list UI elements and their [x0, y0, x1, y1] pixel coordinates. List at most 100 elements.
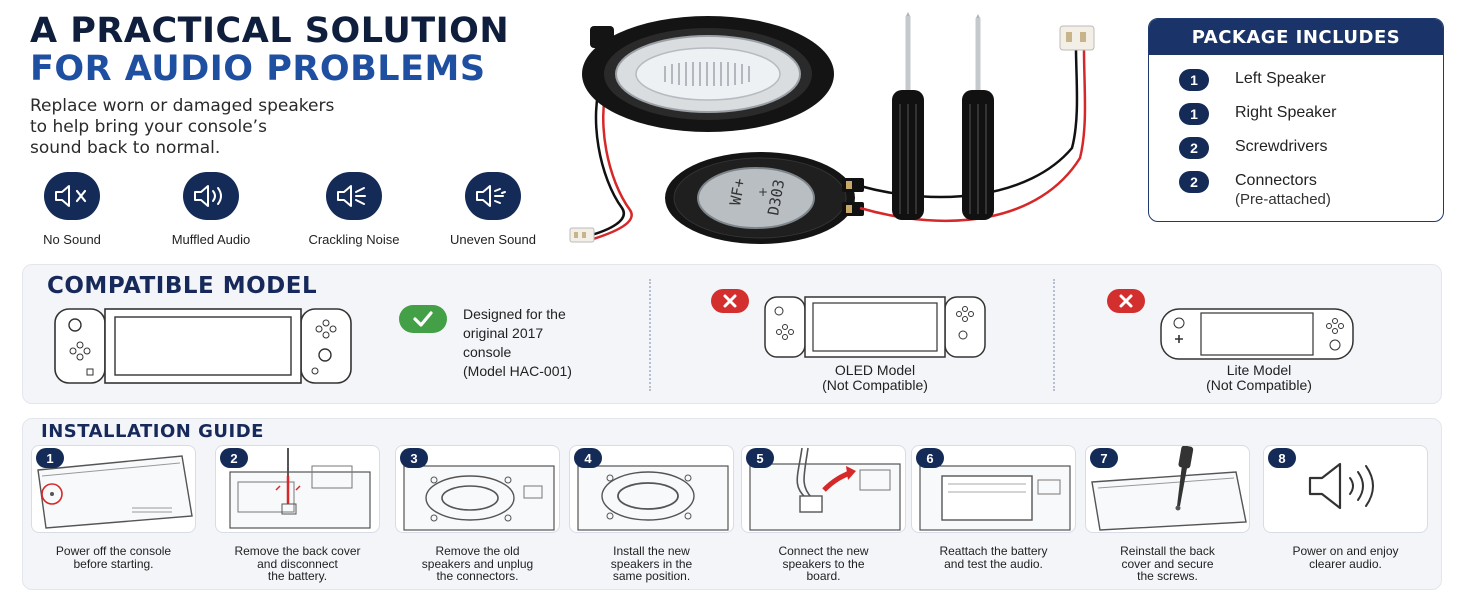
package-sublabel: (Pre-attached) [1235, 191, 1331, 208]
headline-line-2: FOR AUDIO PROBLEMS [30, 49, 486, 89]
problem-uneven-sound: Uneven Sound [429, 172, 557, 247]
speaker-label-plus: + [758, 185, 768, 199]
step-caption-line: Connect the new [778, 544, 869, 558]
intro-line: sound back to normal. [30, 138, 221, 158]
package-item: 2 Connectors (Pre-attached) [1179, 171, 1331, 209]
speaker-muffled-icon [183, 172, 239, 220]
step-caption-line: speakers in the [610, 556, 693, 571]
step-caption-line: the screws. [1137, 569, 1198, 583]
speaker-sound-icon [1308, 462, 1374, 510]
not-compatible-x-icon [1107, 289, 1145, 313]
step-image: 5 [741, 445, 906, 533]
lite-model-note: (Not Compatible) [1206, 377, 1312, 393]
headline-line-1: A PRACTICAL SOLUTION [30, 11, 510, 51]
product-illustration: WF+ + D303 [560, 8, 1140, 248]
headline: A PRACTICAL SOLUTION FOR AUDIO PROBLEMS [30, 12, 590, 88]
step-number: 1 [36, 448, 64, 468]
package-label-group: Connectors (Pre-attached) [1235, 171, 1331, 209]
problem-label: No Sound [43, 232, 101, 247]
step-caption: Connect the new speakers to the board. [741, 545, 906, 583]
speaker-mute-icon [44, 172, 100, 220]
connector-icon [569, 227, 595, 243]
package-title: PACKAGE INCLUDES [1149, 19, 1443, 55]
step-caption: Reattach the battery and test the audio. [911, 545, 1076, 570]
step-caption-line: Power on and enjoy [1292, 544, 1399, 558]
package-label: Screwdrivers [1235, 138, 1328, 155]
package-label: Left Speaker [1235, 70, 1326, 87]
compatible-desc-line: (Model HAC-001) [463, 363, 572, 379]
compatible-check-icon [399, 305, 447, 333]
step-caption-line: Install the new [613, 544, 690, 558]
step-caption: Remove the old speakers and unplug the c… [395, 545, 560, 583]
problem-muffled-audio: Muffled Audio [147, 172, 275, 247]
screwdriver-icon [892, 12, 924, 220]
lite-model-name: Lite Model [1226, 362, 1292, 378]
package-count: 1 [1179, 69, 1209, 91]
speaker-label-d303: D303 [764, 178, 788, 217]
intro-line: Replace worn or damaged speakers [30, 96, 335, 116]
package-count: 2 [1179, 137, 1209, 159]
step-caption: Power on and enjoy clearer audio. [1263, 545, 1428, 570]
compatible-desc-line: original 2017 [463, 325, 544, 341]
step-image: 4 [569, 445, 734, 533]
step-caption-line: Remove the back cover [234, 544, 361, 558]
package-count: 1 [1179, 103, 1209, 125]
compatible-title: COMPATIBLE MODEL [47, 273, 318, 299]
step-caption-line: speakers to the [782, 556, 865, 571]
switch-original-icon [54, 308, 352, 384]
package-label: Connectors [1235, 172, 1317, 189]
guide-step: 6 Reattach the battery and test the audi… [911, 445, 1076, 570]
switch-lite-icon [1160, 308, 1354, 360]
left-speaker-icon [582, 16, 834, 132]
step-caption-line: Reattach the battery [939, 544, 1048, 558]
step-caption-line: the battery. [267, 569, 328, 583]
step-number: 4 [574, 448, 602, 468]
problem-crackling-noise: Crackling Noise [290, 172, 418, 247]
guide-step: 5 Connect the new speakers to the board. [741, 445, 906, 583]
step-number: 6 [916, 448, 944, 468]
step-image: 7 [1085, 445, 1250, 533]
package-item: 2 Screwdrivers [1179, 137, 1327, 159]
step-caption: Power off the console before starting. [31, 545, 196, 570]
package-item: 1 Left Speaker [1179, 69, 1326, 91]
problem-label: Muffled Audio [171, 232, 251, 247]
step-caption: Reinstall the back cover and secure the … [1085, 545, 1250, 583]
divider [1053, 279, 1055, 391]
package-count: 2 [1179, 171, 1209, 193]
guide-step: 4 Install the new speakers in the same p… [569, 445, 734, 583]
guide-step: 3 Remove the old speakers and unplug the… [395, 445, 560, 583]
step-caption-line: the connectors. [436, 569, 519, 583]
switch-oled-icon [764, 296, 986, 358]
intro-text: Replace worn or damaged speakers to help… [30, 96, 450, 159]
compatible-model-panel: COMPATIBLE MODEL Designed for the origin… [22, 264, 1442, 404]
step-caption-line: Power off the console [55, 544, 172, 558]
problem-label: Crackling Noise [308, 232, 400, 247]
speaker-uneven-icon [465, 172, 521, 220]
compatible-desc-line: Designed for the [463, 306, 566, 322]
step-number: 7 [1090, 448, 1118, 468]
step-number: 3 [400, 448, 428, 468]
step-image: 2 [215, 445, 380, 533]
step-caption-line: same position. [612, 569, 691, 583]
guide-step: 8 Power on and enjoy clearer audio. [1263, 445, 1428, 570]
step-caption-line: and disconnect [257, 556, 338, 571]
compatible-desc-line: console [463, 344, 512, 360]
right-speaker-icon: WF+ + D303 [665, 152, 864, 244]
step-caption-line: Remove the old [435, 544, 520, 558]
lite-model-label: Lite Model (Not Compatible) [1159, 363, 1359, 393]
step-caption-line: and test the audio. [944, 556, 1043, 571]
problem-icons: No Sound Muffled Audio Crackling Noise [22, 172, 562, 247]
package-includes-box: PACKAGE INCLUDES 1 Left Speaker 1 Right … [1148, 18, 1444, 222]
not-compatible-x-icon [711, 289, 749, 313]
step-caption-line: board. [806, 569, 841, 583]
step-image: 3 [395, 445, 560, 533]
step-caption-line: speakers and unplug [421, 556, 534, 571]
speaker-crackle-icon [326, 172, 382, 220]
installation-guide-panel: INSTALLATION GUIDE 1 Power off the conso… [22, 418, 1442, 590]
step-caption: Install the new speakers in the same pos… [569, 545, 734, 583]
step-number: 5 [746, 448, 774, 468]
step-caption-line: before starting. [73, 556, 154, 571]
compatible-description: Designed for the original 2017 console (… [463, 305, 653, 381]
step-caption-line: clearer audio. [1309, 556, 1382, 571]
step-caption-line: Reinstall the back [1120, 544, 1215, 558]
